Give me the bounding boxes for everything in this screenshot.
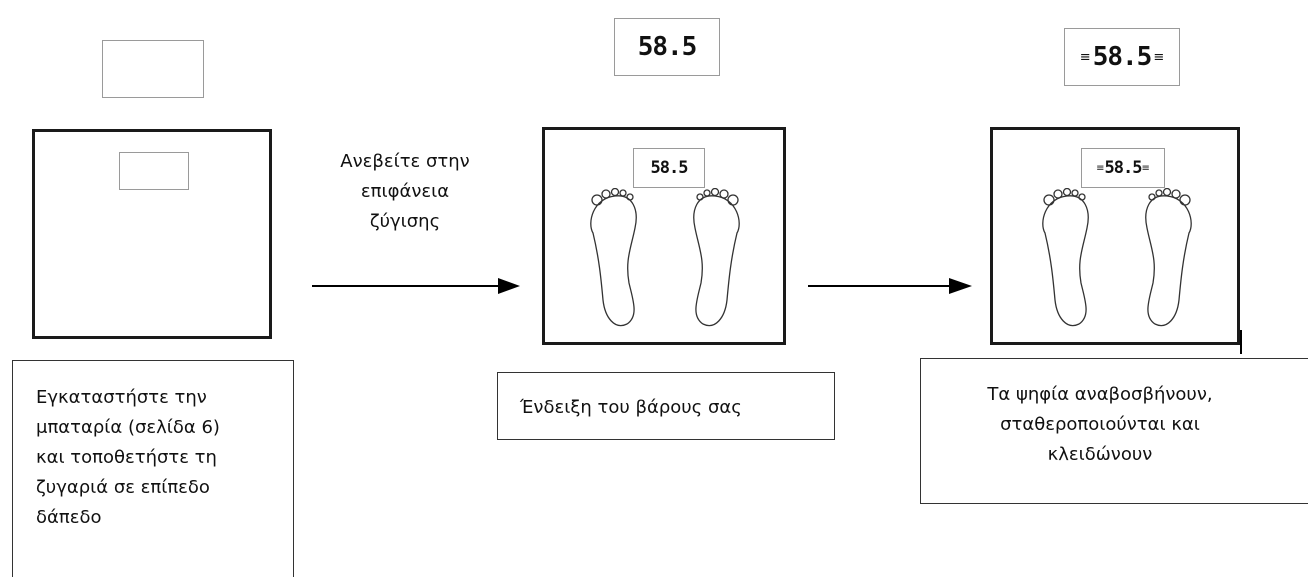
step3-scale-display: ≡ 58.5 ≡ <box>1081 148 1165 188</box>
step2-display-value: 58.5 <box>637 32 698 62</box>
arrow-right-icon <box>312 278 520 294</box>
step1-scale-display <box>119 152 189 190</box>
text-cursor-mark <box>1240 330 1242 354</box>
step3-scale: ≡ 58.5 ≡ <box>990 127 1240 345</box>
step1-caption-line: ζυγαριά σε επίπεδο <box>36 477 210 498</box>
blink-rays-icon: ≡ <box>1141 162 1150 174</box>
arrow-right-icon <box>808 278 972 294</box>
step2-caption-line: Ένδειξη του βάρους σας <box>520 397 742 418</box>
blink-rays-icon: ≡ <box>1096 162 1105 174</box>
arrow-label-line: Ανεβείτε στην <box>340 151 470 172</box>
step2-standalone-display: 58.5 <box>614 18 720 76</box>
step1-caption-line: μπαταρία (σελίδα 6) <box>36 417 220 438</box>
step2-scale-display: 58.5 <box>633 148 705 188</box>
step3-scale-display-value: 58.5 <box>1104 158 1143 178</box>
step2-scale-display-value: 58.5 <box>650 158 689 178</box>
blink-rays-icon: ≡ <box>1153 49 1165 65</box>
step3-caption-line: κλειδώνουν <box>1047 444 1153 465</box>
step1-caption-line: και τοποθετήστε τη <box>36 447 217 468</box>
step2-caption-text: Ένδειξη του βάρους σας <box>520 393 820 423</box>
step1-caption-text: Εγκαταστήστε την μπαταρία (σελίδα 6) και… <box>36 383 286 533</box>
footprints-icon <box>1042 188 1192 327</box>
step2-scale: 58.5 <box>542 127 786 345</box>
step3-caption-box <box>920 358 1308 504</box>
step1-caption-box <box>12 360 294 577</box>
step1-standalone-display <box>102 40 204 98</box>
arrow-label-line: επιφάνεια <box>360 181 450 202</box>
step3-standalone-display: ≡ 58.5 ≡ <box>1064 28 1180 86</box>
footprints-icon <box>590 188 740 327</box>
step3-display-value: 58.5 <box>1092 42 1153 72</box>
arrow-label: Ανεβείτε στην επιφάνεια ζύγισης <box>316 147 494 237</box>
arrow-label-line: ζύγισης <box>369 211 441 232</box>
step1-caption-line: Εγκαταστήστε την <box>36 387 207 408</box>
blink-rays-icon: ≡ <box>1079 49 1091 65</box>
step3-caption-line: σταθεροποιούνται και <box>1000 414 1200 435</box>
step1-caption-line: δάπεδο <box>36 507 102 528</box>
step1-scale <box>32 129 272 339</box>
step3-caption-line: Τα ψηφία αναβοσβήνουν, <box>987 384 1213 405</box>
step3-caption-text: Τα ψηφία αναβοσβήνουν, σταθεροποιούνται … <box>930 380 1270 470</box>
step2-caption-box <box>497 372 835 440</box>
